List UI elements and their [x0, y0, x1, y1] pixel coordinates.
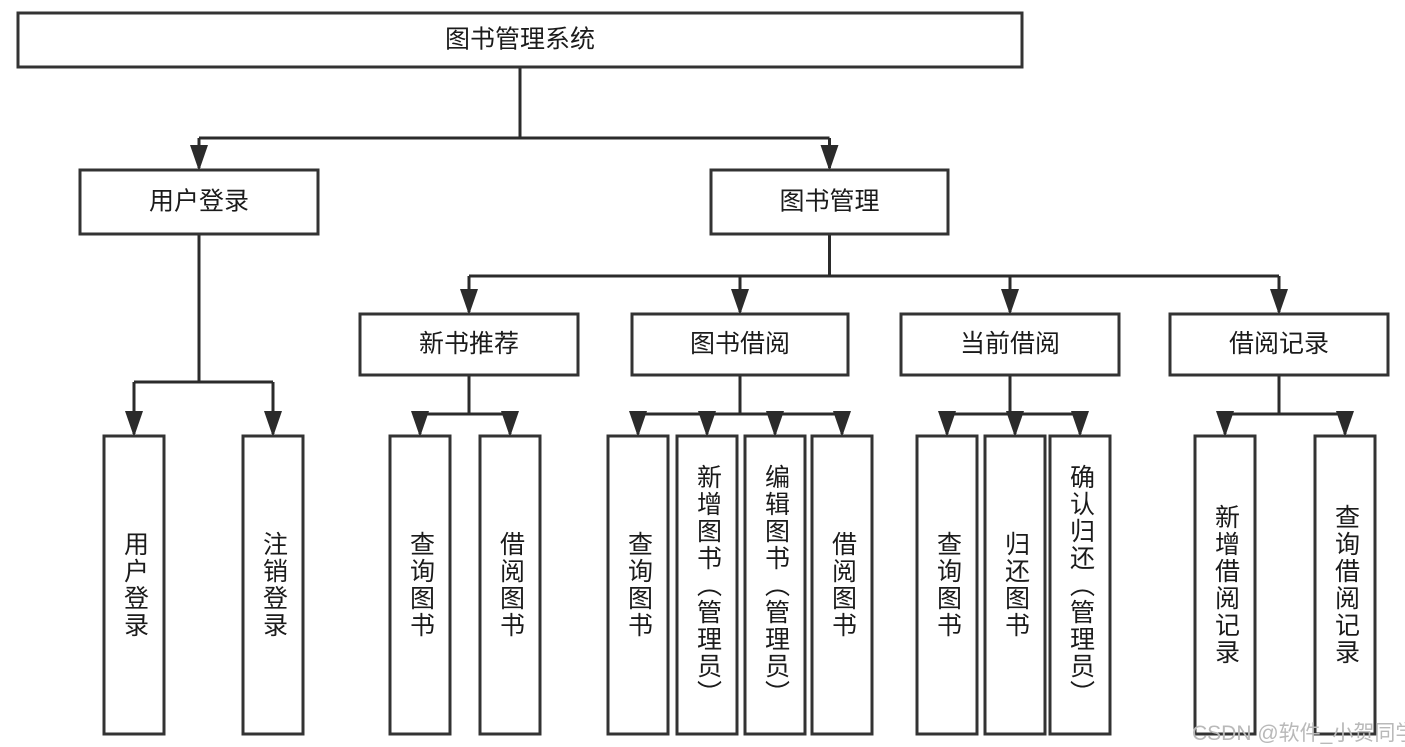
node-l3-box-current-borrow[interactable] — [899, 312, 1121, 377]
node-l3-box-borrow-record[interactable] — [1168, 312, 1390, 377]
node-leaf-box-leaf-query-record[interactable] — [1313, 434, 1377, 736]
arrow-down-icon-leaf-query-book-rec — [411, 411, 429, 437]
arrow-down-icon-leaf-borrow-book-rec — [501, 411, 519, 437]
node-l2-box-book-manage[interactable] — [709, 168, 950, 236]
node-leaf-box-leaf-query-book-b[interactable] — [606, 434, 670, 736]
node-l3-label-new-book-rec: 新书推荐 — [419, 330, 519, 358]
node-leaf-box-leaf-borrow-book-b[interactable] — [810, 434, 874, 736]
arrow-down-icon-borrow-record — [1270, 289, 1288, 315]
arrow-down-icon-leaf-add-record — [1216, 411, 1234, 437]
node-l3-label-borrow-record: 借阅记录 — [1229, 330, 1329, 358]
node-leaf-box-leaf-user-login[interactable] — [102, 434, 166, 736]
arrow-down-icon-leaf-borrow-book-b — [833, 411, 851, 437]
node-leaf-box-leaf-borrow-book-rec[interactable] — [478, 434, 542, 736]
arrow-down-icon-leaf-query-book-b — [629, 411, 647, 437]
node-boxes-layer — [16, 11, 1390, 736]
arrow-down-icon-leaf-query-book-c — [938, 411, 956, 437]
node-l2-box-user-login[interactable] — [78, 168, 320, 236]
arrow-down-icon-leaf-edit-book — [766, 411, 784, 437]
arrow-down-icon-book-borrow — [731, 289, 749, 315]
node-l3-box-new-book-rec[interactable] — [358, 312, 580, 377]
node-l2-label-book-manage: 图书管理 — [779, 188, 879, 216]
arrow-down-icon-new-book-rec — [460, 289, 478, 315]
node-l3-box-book-borrow[interactable] — [630, 312, 850, 377]
node-l3-label-book-borrow: 图书借阅 — [690, 330, 790, 358]
arrow-down-icon-current-borrow — [1001, 289, 1019, 315]
node-leaf-box-leaf-add-record[interactable] — [1193, 434, 1257, 736]
arrow-down-icon-leaf-return-book — [1006, 411, 1024, 437]
node-leaf-box-leaf-edit-book[interactable] — [743, 434, 807, 736]
node-l2-label-user-login: 用户登录 — [149, 188, 249, 216]
node-root-box[interactable] — [16, 11, 1024, 69]
arrow-down-icon-leaf-query-record — [1336, 411, 1354, 437]
node-leaf-box-leaf-logout[interactable] — [241, 434, 305, 736]
arrow-down-icon-leaf-user-login — [125, 411, 143, 437]
arrow-down-icon-user-login — [190, 145, 208, 171]
arrow-down-icon-leaf-logout — [264, 411, 282, 437]
node-leaf-box-leaf-return-book[interactable] — [983, 434, 1047, 736]
node-leaf-box-leaf-query-book-c[interactable] — [915, 434, 979, 736]
node-leaf-box-leaf-add-book[interactable] — [675, 434, 739, 736]
node-leaf-box-leaf-confirm-return[interactable] — [1048, 434, 1112, 736]
arrow-down-icon-leaf-add-book — [698, 411, 716, 437]
arrow-down-icon-book-manage — [820, 145, 839, 171]
csdn-watermark: CSDN @软件_小贺同学 — [1192, 722, 1405, 745]
node-l3-label-current-borrow: 当前借阅 — [960, 330, 1060, 358]
node-root-label: 图书管理系统 — [445, 26, 595, 54]
node-leaf-box-leaf-query-book-rec[interactable] — [388, 434, 452, 736]
arrow-down-icon-leaf-confirm-return — [1071, 411, 1089, 437]
connector-edges-layer — [125, 67, 1354, 437]
